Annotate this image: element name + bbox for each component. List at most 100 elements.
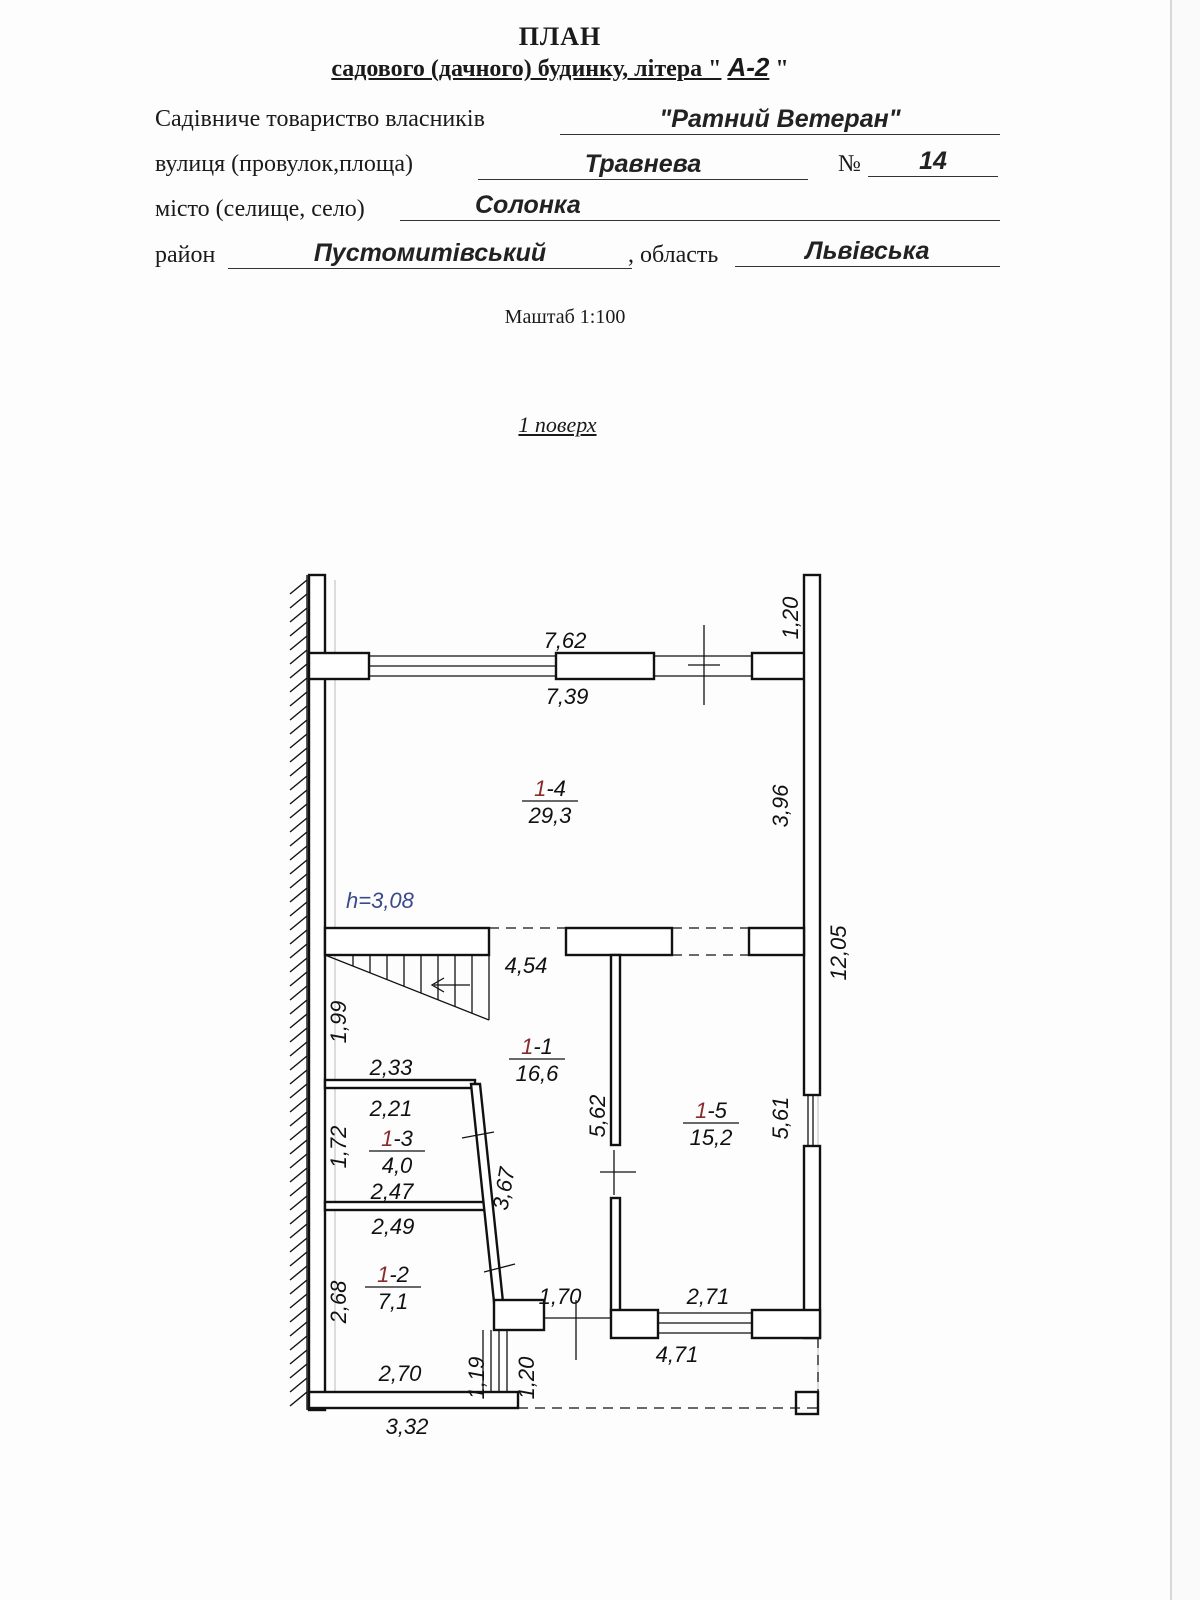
- room-number: 1-2: [377, 1262, 409, 1287]
- hatch-line: [289, 887, 308, 903]
- society-label: Садівниче товариство власників: [155, 106, 485, 132]
- hatch-line: [289, 1335, 308, 1351]
- hatch-line: [289, 929, 308, 945]
- room-area: 15,2: [690, 1125, 733, 1150]
- hatch-line: [289, 1363, 308, 1379]
- hatch-line: [289, 1111, 308, 1127]
- hatch-line: [289, 677, 308, 693]
- room-label-1-2: 1-27,1: [365, 1262, 421, 1314]
- hatch-line: [289, 719, 308, 735]
- hatch-line: [289, 761, 308, 777]
- room-label-1-4: 1-429,3: [522, 776, 578, 828]
- hatch-line: [289, 999, 308, 1015]
- dimension-233: 2,33: [369, 1055, 414, 1080]
- dimension-332: 3,32: [386, 1414, 429, 1439]
- room-label-1-1: 1-116,6: [509, 1034, 565, 1086]
- hatch-line: [289, 789, 308, 805]
- room-number: 1-5: [695, 1098, 728, 1123]
- dimension-471: 4,71: [656, 1342, 699, 1367]
- hatch-line: [289, 579, 308, 595]
- hatch-line: [289, 1083, 308, 1099]
- hatch-line: [289, 1181, 308, 1197]
- hatch-line: [289, 1251, 308, 1267]
- dimension-562: 5,62: [585, 1095, 610, 1138]
- hatch-line: [289, 1209, 308, 1225]
- dimension-367: 3,67: [488, 1165, 520, 1212]
- room-number: 1-3: [381, 1126, 414, 1151]
- subtitle-suffix: ": [775, 56, 789, 82]
- hatch-line: [289, 1139, 308, 1155]
- hatch-line: [289, 831, 308, 847]
- document-sheet: ПЛАН садового (дачного) будинку, літера …: [0, 0, 1172, 1600]
- dimension-271: 2,71: [686, 1284, 730, 1309]
- region-label: , область: [628, 242, 719, 268]
- document-subtitle: садового (дачного) будинку, літера "А-2": [0, 52, 1120, 83]
- hatch-line: [289, 915, 308, 931]
- hatch-line: [289, 901, 308, 917]
- dimension-561: 5,61: [768, 1097, 793, 1140]
- district-label: район: [155, 242, 216, 268]
- room-label-1-3: 1-34,0: [369, 1126, 425, 1178]
- dimension-199: 1,99: [326, 1001, 351, 1044]
- hatch-line: [289, 957, 308, 973]
- hatch-line: [289, 1153, 308, 1169]
- hatch-line: [289, 1069, 308, 1085]
- walls: [307, 573, 822, 1412]
- number-label: №: [838, 151, 861, 177]
- hatch-line: [289, 1377, 308, 1393]
- ground-hatch: [289, 575, 308, 1410]
- room-labels: 1-429,3 1-116,6 1-515,2 1-34,0 1-27,1: [365, 776, 739, 1314]
- hatch-line: [289, 691, 308, 707]
- room-area: 7,1: [378, 1289, 409, 1314]
- dimension-454: 4,54: [505, 953, 548, 978]
- hatch-line: [289, 747, 308, 763]
- hatch-line: [289, 1293, 308, 1309]
- dimension-270: 2,70: [378, 1361, 423, 1386]
- room-number: 1-4: [534, 776, 566, 801]
- district-value: Пустомитівський: [228, 238, 632, 269]
- hatch-line: [289, 1349, 308, 1365]
- hatch-line: [289, 1055, 308, 1071]
- hatch-line: [289, 607, 308, 623]
- hatch-line: [289, 1125, 308, 1141]
- hatch-line: [289, 971, 308, 987]
- hatch-line: [289, 593, 308, 609]
- floor-plan: 1-429,31-116,61-515,21-34,01-27,1 7,627,…: [289, 573, 851, 1439]
- openings: [489, 927, 819, 1409]
- subtitle-prefix: садового (дачного) будинку, літера ": [331, 56, 722, 82]
- room-area: 16,6: [516, 1061, 560, 1086]
- hatch-line: [289, 943, 308, 959]
- hatch-line: [289, 1307, 308, 1323]
- hatch-line: [289, 1013, 308, 1029]
- dimension-396: 3,96: [768, 784, 793, 828]
- dimension-221: 2,21: [369, 1096, 413, 1121]
- hatch-line: [289, 859, 308, 875]
- hatch-line: [289, 1237, 308, 1253]
- dimension-172: 1,72: [326, 1126, 351, 1169]
- floor-label-text: 1 поверх: [518, 412, 597, 437]
- scale-label: Маштаб 1:100: [504, 306, 626, 328]
- hatch-line: [289, 1279, 308, 1295]
- society-value: "Ратний Ветеран": [560, 104, 1000, 135]
- hatch-line: [289, 705, 308, 721]
- hatch-line: [289, 1027, 308, 1043]
- hatch-line: [289, 985, 308, 1001]
- city-value: Солонка: [400, 190, 1000, 221]
- dimension-268: 2,68: [326, 1280, 351, 1325]
- dimension-120a: 1,20: [778, 596, 803, 640]
- street-label: вулиця (провулок,площа): [155, 151, 414, 177]
- hatch-line: [289, 635, 308, 651]
- dimension-247: 2,47: [370, 1179, 415, 1204]
- dimension-120b: 1,20: [514, 1356, 539, 1400]
- region-value: Львівська: [735, 236, 1000, 267]
- room-area: 29,3: [528, 803, 573, 828]
- ceiling-height-label: h=3,08: [346, 888, 415, 913]
- hatch-line: [289, 733, 308, 749]
- door-marks: [461, 625, 820, 1416]
- hatch-line: [289, 1265, 308, 1281]
- room-label-1-5: 1-515,2: [683, 1098, 739, 1150]
- hatch-line: [289, 649, 308, 665]
- room-number: 1-1: [521, 1034, 553, 1059]
- dimension-249: 2,49: [371, 1214, 415, 1239]
